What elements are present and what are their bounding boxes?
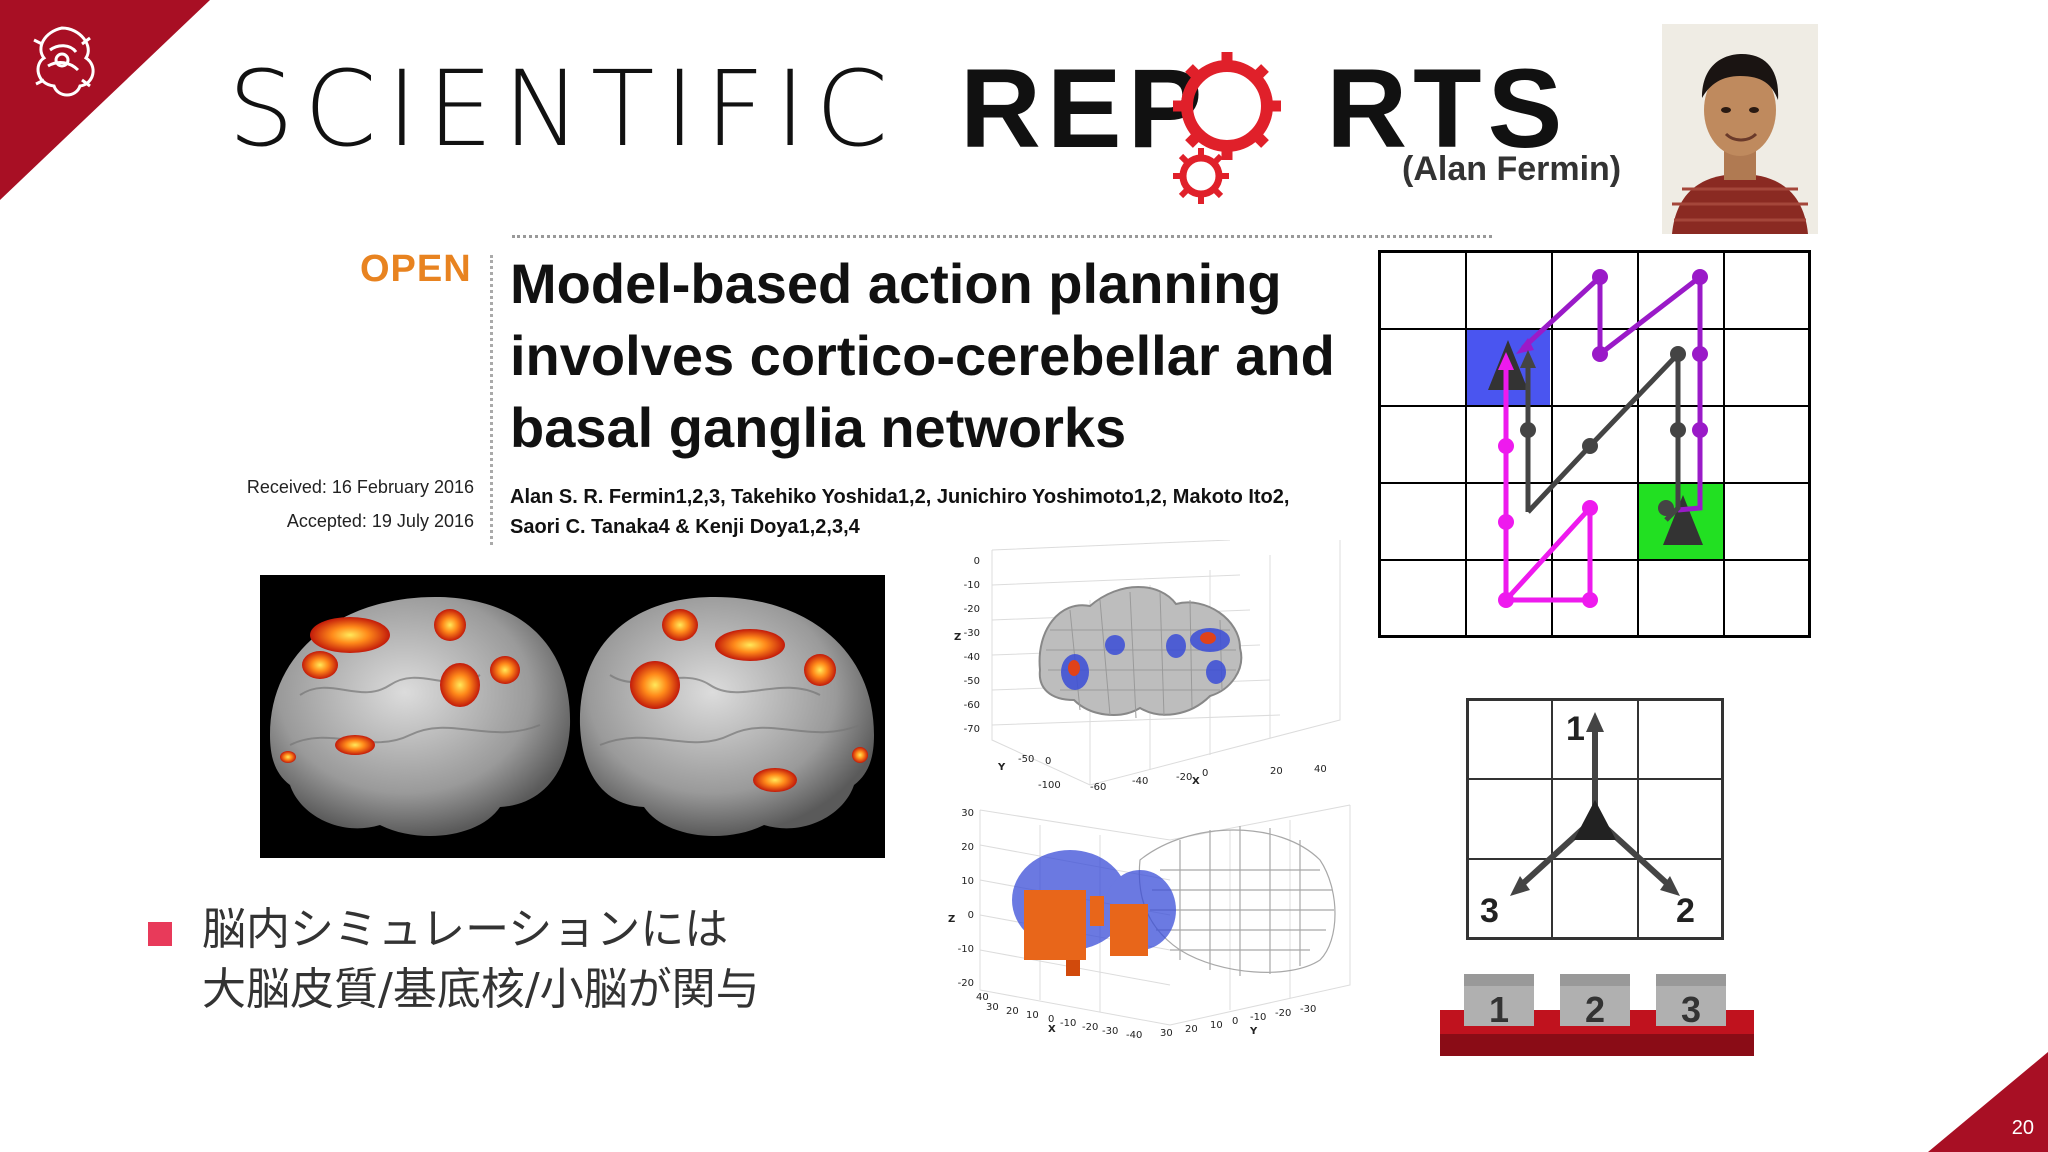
x-tick: -20 (1176, 772, 1192, 783)
x-tick: -20 (1082, 1022, 1098, 1033)
brain-activation-image (260, 575, 885, 858)
y-tick: 30 (1160, 1028, 1173, 1039)
bullet-line: 脳内シミュレーションには (202, 904, 729, 955)
paper-title-line: involves cortico-cerebellar and (510, 324, 1335, 387)
x-tick: -40 (1132, 776, 1148, 787)
z-tick: -20 (964, 604, 980, 615)
z-tick: 30 (961, 808, 974, 819)
z-tick: -60 (964, 700, 980, 711)
z-tick: -20 (958, 978, 974, 989)
x-tick: 40 (1314, 764, 1327, 775)
header-divider (512, 235, 1492, 238)
x-tick: 10 (1026, 1010, 1039, 1021)
received-date: Received: 16 February 2016 (246, 477, 474, 497)
grid-task-diagram (1378, 250, 1811, 638)
y-tick: -10 (1250, 1012, 1266, 1023)
bullet-marker (148, 922, 172, 946)
author-list-line: Saori C. Tanaka4 & Kenji Doya1,2,3,4 (510, 516, 860, 538)
author-list-line: Alan S. R. Fermin1,2,3, Takehiko Yoshida… (510, 486, 1290, 508)
page-number: 20 (2011, 1117, 2034, 1139)
paper-title-line: Model-based action planning (510, 252, 1282, 315)
x-tick: 40 (976, 992, 989, 1003)
x-axis-label: X (1192, 776, 1200, 787)
university-emblem-icon (33, 26, 95, 97)
basal-ganglia-3d-plot: 30 20 10 0 -10 -20 Z 40 30 20 10 0 -10 -… (940, 800, 1360, 1040)
y-tick: 0 (1045, 756, 1051, 767)
y-tick: -50 (1018, 754, 1034, 765)
journal-logo-reports-b: RTS (1326, 46, 1569, 171)
key-label: 3 (1681, 989, 1701, 1030)
y-tick: -20 (1275, 1008, 1291, 1019)
z-tick: 20 (961, 842, 974, 853)
corner-accent-bottom-right (1928, 1052, 2048, 1152)
x-tick: 0 (1202, 768, 1208, 779)
paper-title: Model-based action planning involves cor… (510, 248, 1370, 464)
journal-logo-reports: REP RTS (960, 44, 1568, 173)
z-tick: -40 (964, 652, 980, 663)
bullet-line: 大脳皮質/基底核/小脳が関与 (202, 964, 760, 1015)
y-tick: -100 (1038, 780, 1061, 791)
z-tick: -50 (964, 676, 980, 687)
author-photo (1662, 24, 1818, 234)
open-access-label: OPEN (360, 248, 472, 290)
action-label: 2 (1676, 892, 1695, 930)
action-label: 1 (1566, 710, 1585, 748)
y-tick: 0 (1232, 1016, 1238, 1027)
y-axis-label: Y (997, 762, 1006, 773)
author-name-tag: (Alan Fermin) (1402, 150, 1622, 188)
z-tick: 10 (961, 876, 974, 887)
x-tick: 20 (1006, 1006, 1019, 1017)
z-tick: -10 (958, 944, 974, 955)
z-tick: 0 (974, 556, 980, 567)
x-tick: -10 (1060, 1018, 1076, 1029)
y-axis-label: Y (1249, 1026, 1258, 1037)
key-label: 1 (1489, 989, 1509, 1030)
response-keypad: 1 2 3 (1440, 974, 1754, 1056)
z-tick: -70 (964, 724, 980, 735)
x-tick: 30 (986, 1002, 999, 1013)
x-tick: -40 (1126, 1030, 1142, 1040)
x-tick: 0 (1048, 1014, 1054, 1025)
z-tick: -10 (964, 580, 980, 591)
bullet-text: 脳内シミュレーションには 大脳皮質/基底核/小脳が関与 (202, 900, 760, 1020)
y-tick: 20 (1185, 1024, 1198, 1035)
paper-title-line: basal ganglia networks (510, 396, 1127, 459)
author-list: Alan S. R. Fermin1,2,3, Takehiko Yoshida… (510, 482, 1390, 542)
x-tick: 20 (1270, 766, 1283, 777)
x-tick: -60 (1090, 782, 1106, 793)
corner-accent-top-left (0, 0, 210, 200)
key-label: 2 (1585, 989, 1605, 1030)
action-label: 3 (1480, 892, 1499, 930)
z-tick: -30 (964, 628, 980, 639)
gear-icon (1173, 52, 1281, 204)
cerebellum-3d-plot: 0 -10 -20 -30 -40 -50 -60 -70 Z Y 0 -50 … (940, 540, 1360, 795)
journal-logo-scientific: SCIENTIFIC (228, 48, 899, 170)
z-tick: 0 (968, 910, 974, 921)
z-axis-label: Z (954, 632, 961, 643)
y-tick: -30 (1300, 1004, 1316, 1015)
column-divider (490, 255, 493, 545)
z-axis-label: Z (948, 914, 955, 925)
x-tick: -30 (1102, 1026, 1118, 1037)
x-axis-label: X (1048, 1024, 1056, 1035)
y-tick: 10 (1210, 1020, 1223, 1031)
journal-logo-reports-a: REP (960, 46, 1209, 171)
accepted-date: Accepted: 19 July 2016 (286, 511, 474, 531)
action-direction-diagram: 1 2 3 (1466, 698, 1724, 940)
